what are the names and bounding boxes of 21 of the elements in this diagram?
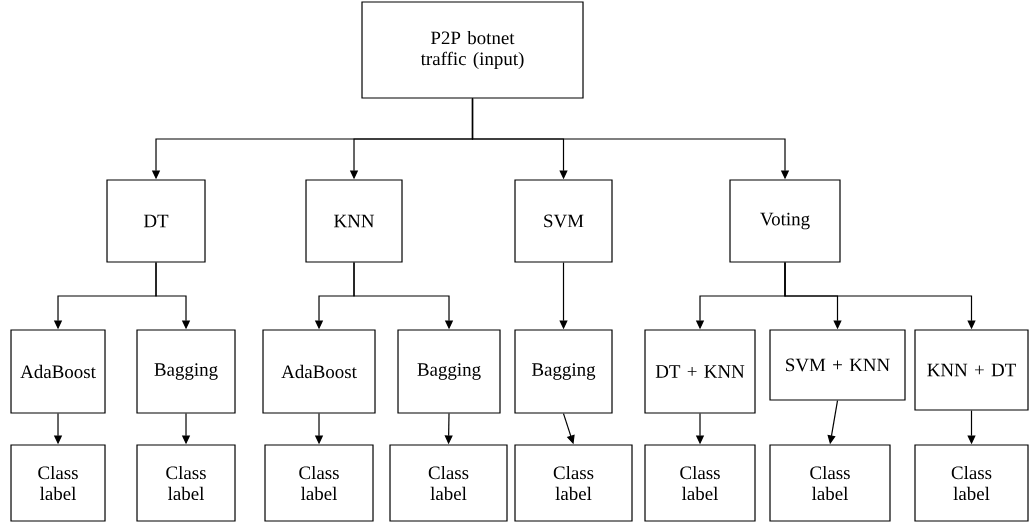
output-box: Class label <box>914 444 1029 522</box>
method-box: KNN + DT <box>914 329 1029 411</box>
classifier-box: Voting <box>729 179 841 263</box>
method-box: DT + KNN <box>644 329 756 414</box>
output-box: Class label <box>389 444 508 522</box>
classifier-box: SVM <box>514 179 613 263</box>
method-box: SVM + KNN <box>769 329 906 401</box>
output-box: Class label <box>644 444 756 522</box>
output-box: Class label <box>514 444 633 522</box>
method-box: Bagging <box>136 329 236 414</box>
output-box: Class label <box>136 444 236 522</box>
method-box: AdaBoost <box>262 329 376 414</box>
root-box: P2P botnet traffic (input) <box>361 1 584 99</box>
method-box: Bagging <box>514 329 613 414</box>
method-box: Bagging <box>397 329 501 414</box>
output-box: Class label <box>10 444 106 522</box>
output-box: Class label <box>769 444 891 522</box>
method-box: AdaBoost <box>10 329 106 414</box>
classifier-box: DT <box>106 179 206 263</box>
classifier-box: KNN <box>305 179 403 263</box>
output-box: Class label <box>264 444 374 522</box>
